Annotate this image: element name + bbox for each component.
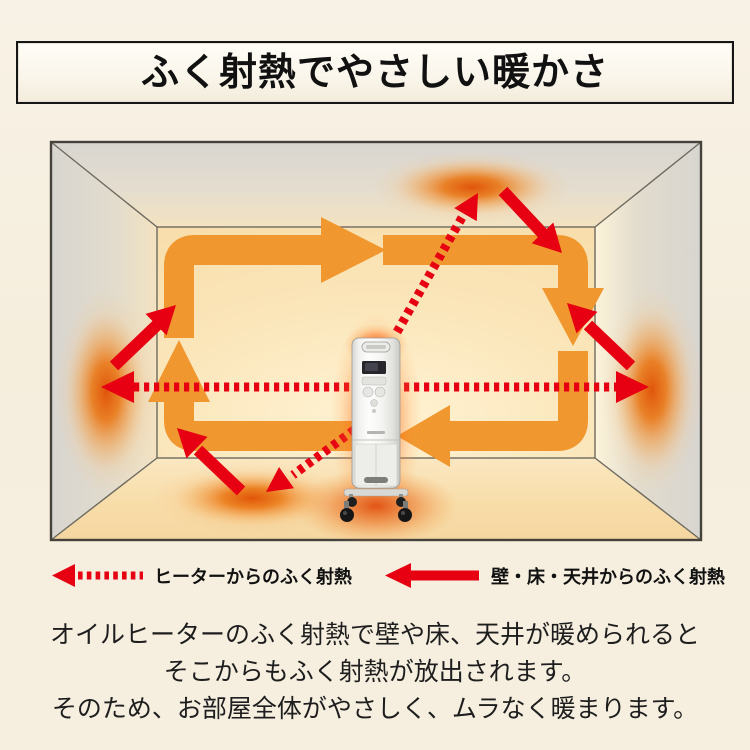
legend-item-wall-radiation: 壁・床・天井からのふく射熱 <box>385 562 725 589</box>
dotted-arrow-left-icon <box>52 564 143 587</box>
legend-heater-label: ヒーターからのふく射熱 <box>154 566 352 587</box>
perspective-lines <box>50 141 702 541</box>
loop-arrowhead-left <box>397 405 450 467</box>
description-line-1: オイルヒーターのふく射熱で壁や床、天井が暖められると <box>49 621 700 649</box>
loop-arrowhead-right <box>321 217 386 283</box>
page-title: ふく射熱でやさしい暖かさ <box>140 51 609 94</box>
legend-item-heater-radiation: ヒーターからのふく射熱 <box>52 562 352 589</box>
heater-casters <box>340 488 412 522</box>
legend-walls-label: 壁・床・天井からのふく射熱 <box>491 566 725 587</box>
wall-heat-solid-arrows <box>109 186 636 496</box>
description-line-3: そのため、お部屋全体がやさしく、ムラなく暖まります。 <box>51 695 699 723</box>
description-line-2: そこからもふく射熱が放出されます。 <box>163 658 587 686</box>
title-banner: ふく射熱でやさしい暖かさ <box>16 41 734 104</box>
heater-control-panel <box>361 361 387 413</box>
right-wall-glow <box>602 288 702 492</box>
heater-brand-mark <box>367 431 385 434</box>
solid-arrow-left-icon <box>385 563 479 588</box>
description-text: オイルヒーターのふく射熱で壁や床、天井が暖められると そこからもふく射熱が放出さ… <box>0 617 750 728</box>
left-wall-glow <box>56 290 156 494</box>
room-diagram <box>49 140 703 544</box>
oil-heater <box>340 337 412 522</box>
heater-vent <box>364 477 388 483</box>
